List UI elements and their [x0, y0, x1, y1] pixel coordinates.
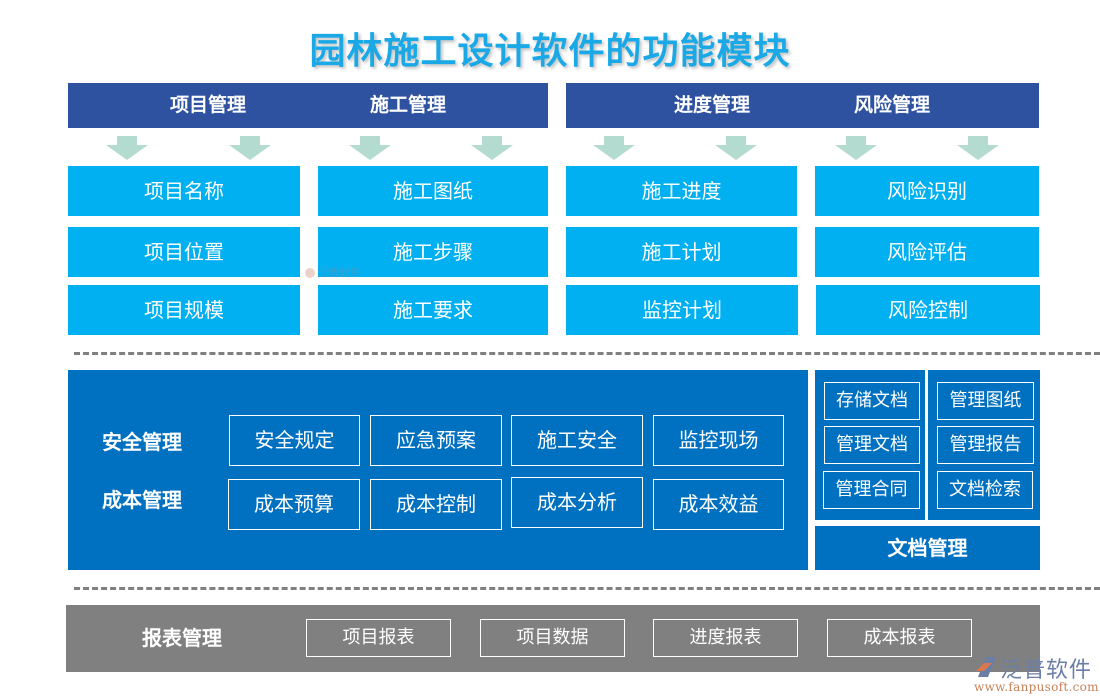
item-construction-drawings: 施工图纸 [318, 166, 548, 216]
item-cost-control: 成本控制 [370, 479, 502, 530]
brand-logo-icon [976, 657, 996, 677]
safety-cost-panel: 安全管理 成本管理 安全规定 应急预案 施工安全 监控现场 成本预算 成本控制 … [68, 370, 808, 570]
item-project-data: 项目数据 [480, 619, 625, 657]
row-label-cost: 成本管理 [102, 488, 182, 512]
item-store-documents: 存储文档 [824, 382, 920, 420]
item-construction-progress: 施工进度 [566, 166, 797, 216]
report-management-label: 报表管理 [142, 626, 222, 650]
item-document-search: 文档检索 [937, 471, 1033, 509]
item-construction-steps: 施工步骤 [318, 227, 548, 277]
divider [74, 587, 1100, 590]
item-construction-safety: 施工安全 [511, 415, 643, 466]
brand-name: 泛普软件 [1000, 658, 1093, 683]
item-risk-identification: 风险识别 [815, 166, 1039, 216]
watermark-logo: 泛普软件 [305, 264, 369, 286]
header-bar-right: 进度管理 风险管理 [566, 83, 1039, 128]
down-arrow-icon [229, 136, 271, 160]
item-cost-report: 成本报表 [827, 619, 972, 657]
down-arrow-icon [957, 136, 999, 160]
section-header-construction: 施工管理 [369, 94, 446, 116]
item-safety-rules: 安全规定 [229, 415, 360, 466]
item-project-location: 项目位置 [68, 227, 300, 277]
item-cost-budget: 成本预算 [228, 479, 360, 530]
item-risk-assessment: 风险评估 [815, 227, 1039, 277]
section-header-project: 项目管理 [169, 94, 246, 116]
item-emergency-plan: 应急预案 [370, 415, 502, 466]
doc-column-right: 管理图纸 管理报告 文档检索 [928, 370, 1040, 520]
item-cost-analysis: 成本分析 [511, 477, 643, 528]
item-cost-benefit: 成本效益 [653, 479, 784, 530]
down-arrow-icon [106, 136, 148, 160]
down-arrow-icon [349, 136, 391, 160]
item-manage-drawings: 管理图纸 [937, 382, 1034, 420]
item-construction-plan: 施工计划 [566, 227, 797, 277]
row-label-safety: 安全管理 [102, 430, 182, 454]
report-management-bar: 报表管理 项目报表 项目数据 进度报表 成本报表 [66, 605, 1040, 672]
item-construction-requirements: 施工要求 [318, 285, 548, 335]
section-header-risk: 风险管理 [853, 94, 930, 116]
down-arrow-icon [715, 136, 757, 160]
page-title: 园林施工设计软件的功能模块 [309, 30, 791, 72]
down-arrow-icon [593, 136, 635, 160]
item-project-name: 项目名称 [68, 166, 300, 216]
doc-column-left: 存储文档 管理文档 管理合同 [815, 370, 925, 520]
item-manage-contracts: 管理合同 [823, 471, 920, 509]
item-progress-report: 进度报表 [653, 619, 798, 657]
item-manage-documents: 管理文档 [824, 426, 920, 464]
down-arrow-icon [471, 136, 513, 160]
watermark-text: 泛普软件 [317, 266, 361, 279]
divider [74, 352, 1100, 355]
down-arrow-icon [835, 136, 877, 160]
item-manage-reports: 管理报告 [937, 426, 1034, 464]
header-bar-left: 项目管理 施工管理 [68, 83, 548, 128]
item-monitoring-plan: 监控计划 [566, 285, 798, 335]
item-risk-control: 风险控制 [816, 285, 1040, 335]
brand-logo-icon [305, 268, 315, 278]
item-site-monitoring: 监控现场 [653, 415, 784, 466]
brand-watermark: 泛普软件 www.fanpusoft.com [974, 652, 1099, 696]
doc-management-label: 文档管理 [815, 526, 1040, 570]
item-project-report: 项目报表 [306, 619, 451, 657]
section-header-schedule: 进度管理 [673, 94, 750, 116]
brand-url: www.fanpusoft.com [974, 680, 1099, 694]
item-project-scale: 项目规模 [68, 285, 300, 335]
